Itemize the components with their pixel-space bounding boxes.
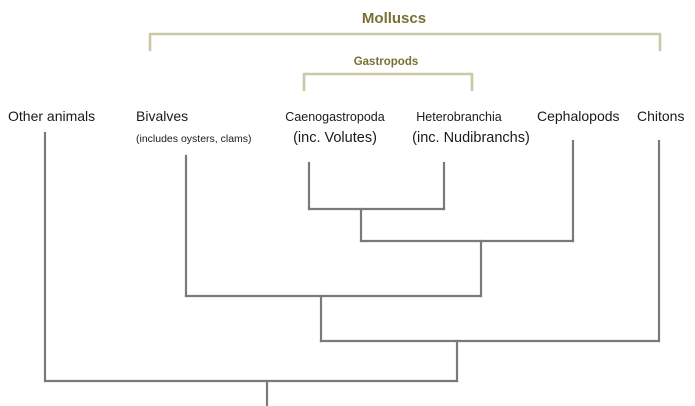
taxon-label-bivalves: Bivalves (136, 108, 188, 124)
taxon-label-heterobranchia: Heterobranchia (416, 110, 502, 124)
molluscs-bracket (148, 32, 662, 52)
taxon-note-caenogastropoda: (inc. Volutes) (293, 130, 377, 146)
taxon-label-caenogastropoda: Caenogastropoda (285, 110, 384, 124)
taxon-label-other-animals: Other animals (8, 108, 95, 124)
gastropods-label: Gastropods (354, 56, 419, 68)
taxon-label-chitons: Chitons (637, 108, 684, 124)
tree-branches (43, 131, 661, 406)
taxon-label-cephalopods: Cephalopods (537, 108, 620, 124)
gastropods-bracket (302, 72, 474, 92)
molluscs-label: Molluscs (362, 10, 426, 27)
taxon-note-heterobranchia: (inc. Nudibranchs) (412, 130, 530, 146)
taxon-note-bivalves: (includes oysters, clams) (136, 133, 252, 145)
